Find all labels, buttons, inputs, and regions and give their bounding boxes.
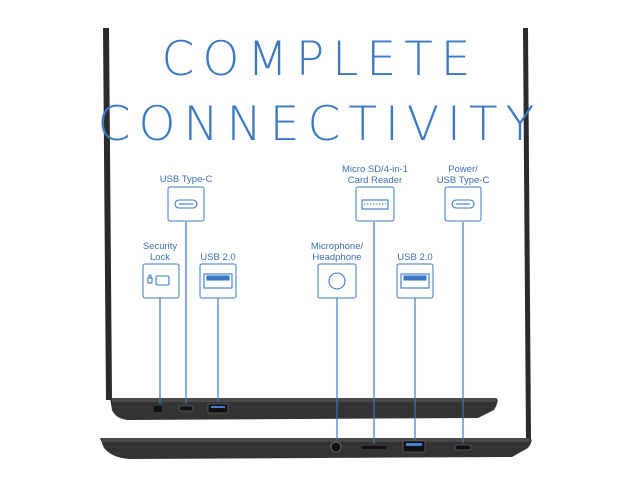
usb-a-slot-left bbox=[207, 403, 229, 414]
card-slot-icon bbox=[355, 186, 395, 222]
audio-jack-slot bbox=[330, 441, 342, 453]
label-usb-2-right: USB 2.0 bbox=[397, 252, 433, 263]
laptop-lid-right bbox=[523, 28, 531, 440]
label-usb-2-left: USB 2.0 bbox=[200, 252, 236, 263]
lock-slot-icon bbox=[142, 263, 180, 299]
security-lock-slot bbox=[154, 406, 162, 412]
label-power-usb-c: Power/ USB Type-C bbox=[436, 164, 490, 186]
usb-c-slot-right bbox=[454, 444, 472, 451]
label-microphone-headphone: Microphone/ Headphone bbox=[310, 241, 364, 263]
usb-c-slot-left bbox=[178, 405, 194, 412]
label-security-lock: Security Lock bbox=[142, 241, 178, 263]
label-usb-type-c: USB Type-C bbox=[159, 174, 213, 185]
headline-line-2: CONNECTIVITY bbox=[97, 97, 543, 152]
laptop-lid-left bbox=[103, 28, 112, 400]
usb-a-port-icon bbox=[396, 263, 434, 299]
label-card-reader: Micro SD/4-in-1 Card Reader bbox=[342, 164, 408, 186]
usb-a-slot-right bbox=[402, 440, 426, 453]
usb-a-port-icon bbox=[199, 263, 237, 299]
headline-line-1: COMPLETE bbox=[161, 32, 479, 87]
laptop-base-left bbox=[110, 398, 498, 420]
headphone-jack-icon bbox=[317, 263, 357, 299]
card-reader-slot bbox=[362, 446, 386, 449]
